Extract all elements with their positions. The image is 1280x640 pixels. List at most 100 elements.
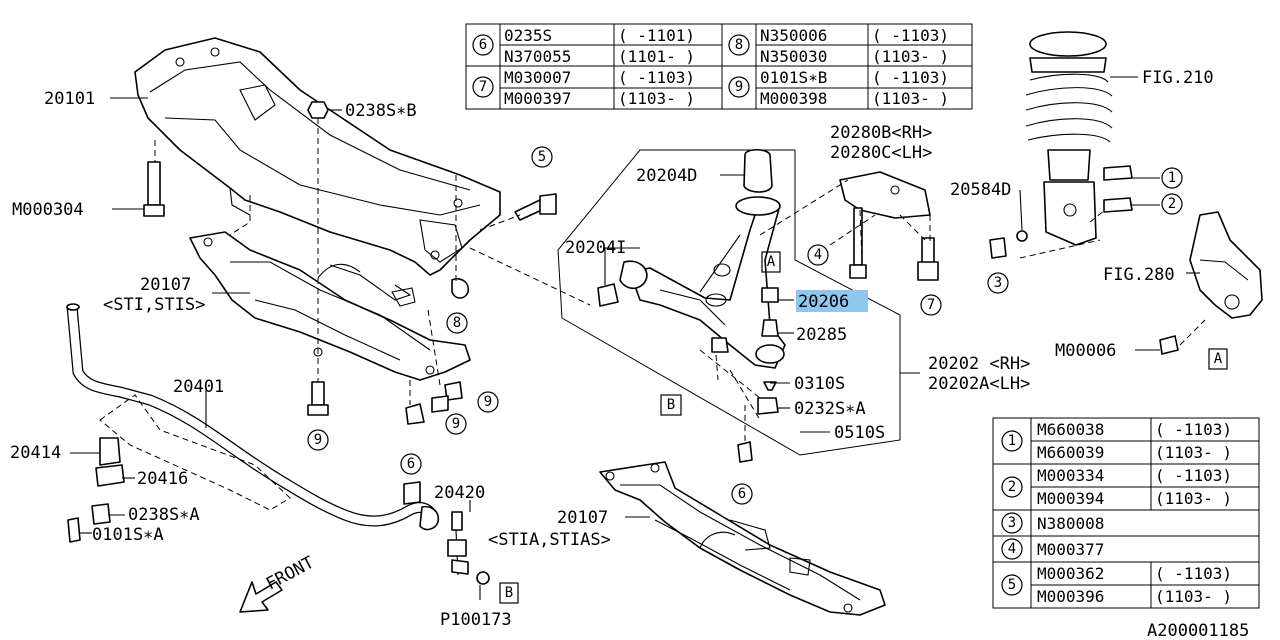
- table-ref-marker: [1001, 512, 1023, 534]
- table-part-number: M000397: [504, 89, 571, 108]
- reference-markers: 5 8 9 9 9 6 6 4 7 1 2 3 A A B B: [307, 146, 1228, 604]
- table-part-number: N370055: [504, 47, 571, 66]
- front-direction-indicator: FRONT: [239, 553, 318, 613]
- table-range: (1103- ): [618, 89, 695, 108]
- table-part-number: N350030: [760, 47, 827, 66]
- table-ref-marker: [728, 34, 750, 56]
- top-parts-table: 6 7 8 9 0235S N370055 M030007 M000397 ( …: [465, 23, 973, 110]
- table-range: (1103- ): [1155, 489, 1232, 508]
- lower-arm-assembly-drawing: [557, 148, 901, 456]
- ref-marker-6: 6: [738, 486, 746, 502]
- table-ref-label: 9: [735, 79, 743, 95]
- table-part-number: 0101S∗B: [760, 68, 827, 87]
- callout-fig210: FIG.210: [1142, 68, 1214, 88]
- table-ref-marker: [1001, 476, 1023, 498]
- leader-lines: [70, 76, 1206, 600]
- ref-marker-8: 8: [453, 315, 461, 331]
- callout-20420: 20420: [434, 483, 485, 503]
- callout-20202-rh: 20202 <RH>: [928, 354, 1030, 374]
- ref-marker-2: 2: [1168, 196, 1176, 212]
- table-range: ( -1103): [618, 68, 695, 87]
- table-ref-marker: [472, 34, 494, 56]
- table-ref-marker: [1001, 538, 1023, 560]
- table-ref-marker: [472, 76, 494, 98]
- table-part-number: 0235S: [504, 26, 552, 45]
- callout-20204d: 20204D: [636, 166, 697, 186]
- table-part-number: M000394: [1037, 489, 1104, 508]
- callout-20204i: 20204I: [565, 238, 626, 258]
- table-ref-label: 7: [479, 79, 487, 95]
- table-range: (1101- ): [618, 47, 695, 66]
- ref-marker-9: 9: [452, 416, 460, 432]
- callout-20107-sti: 20107: [140, 275, 191, 295]
- callout-fig280: FIG.280: [1103, 265, 1175, 285]
- callout-0510s: 0510S: [834, 423, 885, 443]
- highlight-20206: [796, 290, 868, 312]
- lower-member-stia-drawing: [599, 461, 886, 616]
- ref-marker-3: 3: [994, 275, 1002, 291]
- callout-20107-stia: 20107: [557, 508, 608, 528]
- table-range: ( -1103): [1155, 564, 1232, 583]
- ref-box-B: B: [505, 585, 513, 601]
- table-ref-label: 3: [1008, 515, 1016, 531]
- table-range: (1103- ): [1155, 587, 1232, 606]
- callout-20285: 20285: [796, 325, 847, 345]
- ref-marker-6: 6: [407, 456, 415, 472]
- part-callouts: 20101 0238S∗B M000304 20107 <STI,STIS> 2…: [10, 68, 1249, 640]
- ref-marker-7: 7: [927, 297, 935, 313]
- callout-20107-stia-variant: <STIA,STIAS>: [488, 530, 611, 550]
- fasteners-drawing: [143, 101, 753, 463]
- front-strut-drawing: [839, 31, 1133, 281]
- table-part-number: N350006: [760, 26, 827, 45]
- callout-20280b-rh: 20280B<RH>: [830, 123, 932, 143]
- callout-20206[interactable]: 20206: [798, 292, 849, 312]
- table-ref-marker: [1001, 574, 1023, 596]
- table-part-number: M660039: [1037, 443, 1104, 462]
- table-part-number: M000398: [760, 89, 827, 108]
- front-label: FRONT: [263, 553, 318, 595]
- callout-0101sa: 0101S∗A: [92, 525, 164, 545]
- table-ref-label: 4: [1008, 541, 1016, 557]
- table-range: ( -1103): [872, 68, 949, 87]
- figure-id: A200001185: [1147, 621, 1249, 640]
- front-crossmember-drawing: [134, 37, 501, 276]
- callout-20416: 20416: [137, 469, 188, 489]
- callout-20202a-lh: 20202A<LH>: [928, 374, 1030, 394]
- table-part-number: M000396: [1037, 587, 1104, 606]
- table-part-number: M660038: [1037, 420, 1104, 439]
- ref-box-A: A: [767, 254, 776, 270]
- table-range: ( -1103): [872, 26, 949, 45]
- ref-marker-9: 9: [314, 432, 322, 448]
- table-ref-label: 1: [1008, 433, 1016, 449]
- table-ref-marker: [1001, 430, 1023, 452]
- table-range: (1103- ): [872, 47, 949, 66]
- ref-box-A: A: [1214, 351, 1223, 367]
- knuckle-drawing: [1159, 211, 1263, 355]
- table-ref-label: 2: [1008, 479, 1016, 495]
- table-range: (1103- ): [872, 89, 949, 108]
- callout-0310s: 0310S: [794, 374, 845, 394]
- ref-marker-9: 9: [484, 394, 492, 410]
- table-ref-label: 8: [735, 37, 743, 53]
- table-ref-marker: [728, 76, 750, 98]
- ref-marker-5: 5: [538, 149, 546, 165]
- table-ref-label: 5: [1008, 577, 1016, 593]
- ref-marker-4: 4: [814, 247, 822, 263]
- table-range: (1103- ): [1155, 443, 1232, 462]
- table-range: ( -1103): [1155, 420, 1232, 439]
- callout-p100173: P100173: [440, 610, 512, 630]
- callout-0232sa: 0232S∗A: [794, 399, 866, 419]
- callout-m00006: M00006: [1055, 341, 1116, 361]
- callout-0238sb: 0238S∗B: [345, 101, 417, 121]
- callout-m000304: M000304: [12, 200, 84, 220]
- lower-member-sti-drawing: [189, 231, 471, 381]
- callout-20584d: 20584D: [950, 180, 1011, 200]
- bottom-parts-table: 1 2 3 4 5 M660038 M660039 M000334 M00039…: [992, 417, 1260, 609]
- callout-20101: 20101: [44, 89, 95, 109]
- callout-20107-sti-variant: <STI,STIS>: [103, 295, 205, 315]
- callout-20280c-lh: 20280C<LH>: [830, 143, 932, 163]
- callout-0238sa: 0238S∗A: [128, 505, 200, 525]
- ref-marker-1: 1: [1168, 170, 1176, 186]
- table-part-number: M000362: [1037, 564, 1104, 583]
